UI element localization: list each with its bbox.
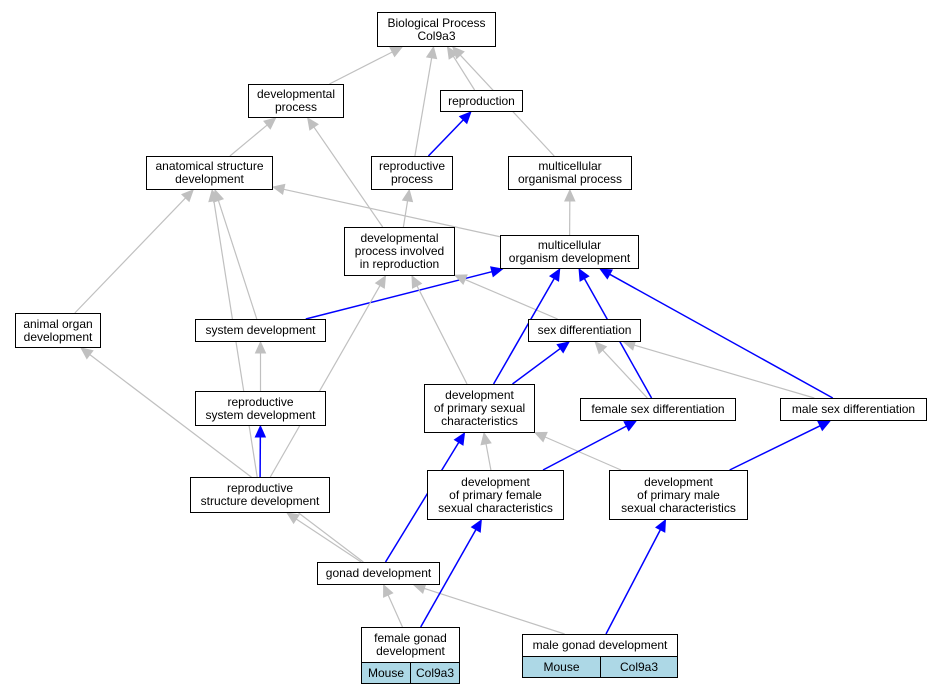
edge-is_a-rstructdev-dpir [269,285,381,478]
annotation-gene: Col9a3 [600,656,678,678]
node-bp[interactable]: Biological Process Col9a3 [377,12,496,47]
arrowhead-dpmsc-dpsc [533,431,548,443]
arrowhead-fgonad-dpfsc [470,518,482,533]
node-mop[interactable]: multicellular organismal process [508,156,632,190]
edge-part_of-dpsc-mod [492,278,555,385]
arrowhead-rsysdev-sysdev [254,340,267,354]
arrowhead-rstructdev-dpir [374,274,387,289]
node-sysdev[interactable]: system development [195,319,326,342]
arrowhead-mod-mop [564,188,576,202]
arrowhead-fsd-mod [578,267,590,282]
arrowhead-repro-bp [446,45,459,60]
node-dpir[interactable]: developmental process involved in reprod… [344,227,455,276]
arrowhead-reproproc-bp [425,45,438,60]
arrowhead-dpir-devproc [307,117,319,131]
arrowhead-mgonad-dpmsc [655,518,667,533]
arrowhead-dpir-reproproc [401,188,414,203]
edge-is_a-fgonad-gonad [387,594,403,628]
node-dpsc[interactable]: development of primary sexual characteri… [424,384,535,433]
edge-part_of-dpfsc-fsd [542,425,627,471]
node-mod[interactable]: multicellular organism development [500,235,639,269]
annotation-gene: Col9a3 [410,662,460,684]
arrowhead-devproc-bp [389,46,404,58]
edge-part_of-reproproc-repro [427,119,464,157]
edge-is_a-dpfsc-dpsc [485,443,492,471]
arrowhead-reproproc-repro [458,111,472,125]
edge-part_of-dpsc-sexdiff [512,347,561,385]
arrowhead-rstructdev-asd [208,188,220,203]
node-sexdiff[interactable]: sex differentiation [528,319,641,342]
edge-is_a-dpsc-dpir [416,285,468,385]
edge-is_a-repro-bp [452,55,476,91]
node-rsysdev[interactable]: reproductive system development [195,391,326,426]
edge-is_a-fsd-sexdiff [602,349,648,399]
arrowhead-dpsc-mod [548,267,561,282]
node-fgonad[interactable]: female gonad development [361,627,460,663]
node-msd[interactable]: male sex differentiation [780,398,927,421]
arrowhead-dpsc-sexdiff [556,341,570,354]
node-mgonad[interactable]: male gonad development [522,634,678,657]
arrowhead-dpmsc-msd [817,420,832,432]
edge-is_a-asd-devproc [229,124,268,157]
node-devproc[interactable]: developmental process [248,84,344,118]
arrowhead-gonad-dpsc [453,431,466,446]
arrowhead-fgonad-gonad [383,583,394,598]
arrowhead-mop-bp [451,46,465,60]
annotation-species: Mouse [522,656,601,678]
edge-is_a-reproproc-bp [414,57,433,157]
arrowhead-mod-asd [271,183,286,196]
edge-is_a-sysdev-asd [217,200,258,320]
edge-is_a-aod-asd [74,197,186,314]
node-aod[interactable]: animal organ development [15,313,101,348]
arrowhead-gonad-aod [80,347,94,360]
arrowhead-gonad-rstructdev [286,512,300,525]
arrowhead-aod-asd [181,189,194,203]
arrowhead-sysdev-mod [490,266,504,278]
node-fsd[interactable]: female sex differentiation [580,398,736,421]
edge-is_a-gonad-rstructdev [296,518,362,563]
arrowhead-asd-devproc [263,117,277,130]
edge-is_a-dpir-reproproc [402,200,409,228]
arrowhead-dpsc-dpir [411,274,423,289]
node-rstructdev[interactable]: reproductive structure development [190,477,330,513]
arrowhead-mgonad-gonad [412,583,427,595]
node-dpmsc[interactable]: development of primary male sexual chara… [609,470,748,520]
node-gonad[interactable]: gonad development [317,562,440,585]
edge-part_of-fgonad-dpfsc [420,529,477,628]
edge-is_a-msd-sexdiff [634,344,815,399]
edge-is_a-dpir-devproc [313,126,384,228]
edge-part_of-msd-mod [609,273,834,399]
edge-part_of-dpmsc-msd [729,425,821,471]
edge-is_a-mod-asd [283,188,501,238]
edge-is_a-mgonad-gonad [424,587,565,635]
arrowhead-sexdiff-dpir [453,274,468,286]
edge-is_a-devproc-bp [329,51,393,85]
edge-is_a-dpmsc-dpsc [544,436,622,471]
edge-part_of-gonad-dpsc [384,441,460,563]
arrowhead-dpfsc-dpsc [480,431,492,446]
edge-is_a-sexdiff-dpir [464,278,558,320]
arrowhead-msd-mod [599,268,614,280]
edge-is_a-gonad-aod [89,354,364,563]
annotation-species: Mouse [361,662,411,684]
node-reproproc[interactable]: reproductive process [371,156,453,190]
node-dpfsc[interactable]: development of primary female sexual cha… [427,470,564,520]
edge-part_of-mgonad-dpmsc [605,529,662,635]
arrowhead-rstructdev-rsysdev [254,424,267,438]
arrowhead-fsd-sexdiff [594,341,608,355]
node-asd[interactable]: anatomical structure development [146,156,273,190]
arrowhead-dpfsc-fsd [623,420,638,432]
node-repro[interactable]: reproduction [440,90,523,112]
